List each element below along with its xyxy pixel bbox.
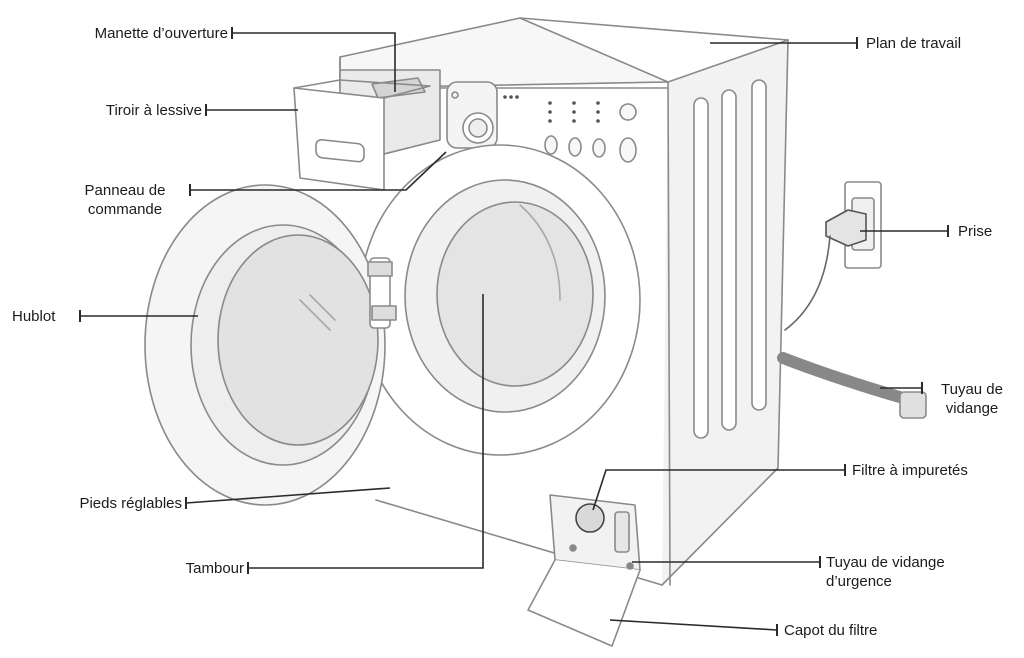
label-panneau: Panneau de commande [60,181,190,219]
label-tuyau-line2: vidange [945,400,999,417]
label-panneau-line2: commande [87,201,163,218]
control-panel [446,81,637,163]
open-door [144,184,397,506]
power-plug [784,181,882,331]
label-plan: Plan de travail [866,35,962,52]
label-manette: Manette d’ouverture [94,25,228,42]
label-tiroir: Tiroir à lessive [105,102,202,119]
label-hublot: Hublot [12,308,56,325]
label-filtre: Filtre à impuretés [852,462,968,479]
label-prise: Prise [958,223,993,240]
label-capot: Capot du filtre [784,622,878,639]
filter-compartment [527,494,641,647]
label-pieds: Pieds réglables [79,495,182,512]
label-tuyau-line1: Tuyau de [941,381,1003,398]
drain-hose [777,352,927,419]
label-urgence-line1: Tuyau de vidange [826,554,945,571]
label-urgence-line2: d’urgence [826,573,892,590]
porthole-opening [359,144,641,456]
machine-body [339,17,789,586]
label-tambour: Tambour [185,560,244,577]
leader-tick-marks [79,27,949,636]
label-urgence: Tuyau de vidange d’urgence [826,553,945,591]
label-panneau-line1: Panneau de [84,182,166,199]
label-tuyau: Tuyau de vidange [924,380,1020,418]
detergent-drawer [293,69,441,191]
leader-lines [80,32,948,631]
